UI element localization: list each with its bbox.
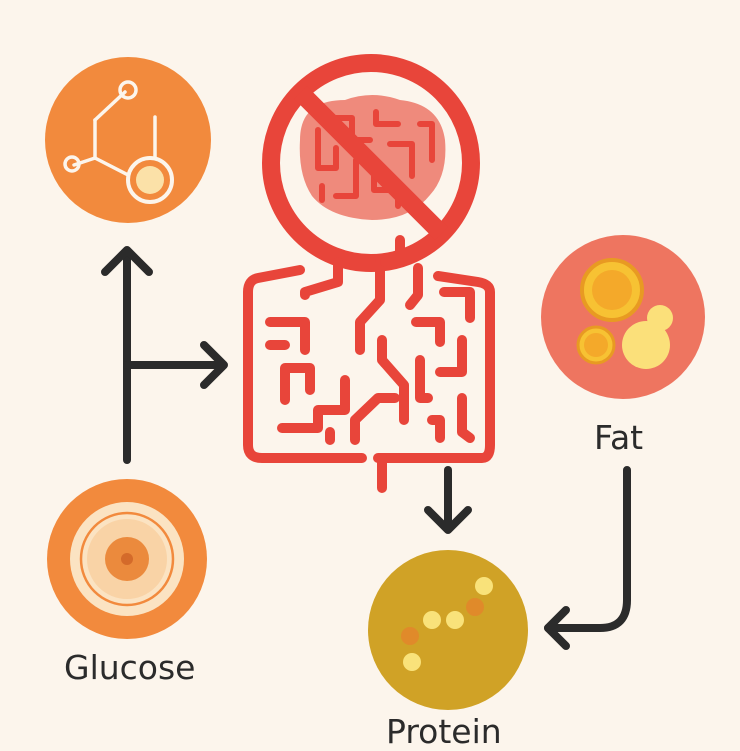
fat-label: Fat bbox=[594, 418, 644, 457]
intestine-maze-icon bbox=[243, 235, 495, 493]
arrow-glucose-to-molecule bbox=[101, 246, 153, 464]
arrow-fat-to-protein bbox=[544, 466, 631, 650]
no-brain-icon bbox=[262, 54, 480, 272]
protein-chain-icon bbox=[368, 550, 528, 710]
glucose-cell-icon bbox=[47, 479, 207, 639]
molecule-icon bbox=[45, 57, 211, 223]
glucose-label: Glucose bbox=[64, 648, 196, 687]
arrow-intestine-to-protein bbox=[424, 466, 472, 534]
fat-droplets-icon bbox=[541, 235, 705, 399]
arrow-to-intestine bbox=[123, 341, 228, 389]
protein-label: Protein bbox=[386, 712, 502, 751]
